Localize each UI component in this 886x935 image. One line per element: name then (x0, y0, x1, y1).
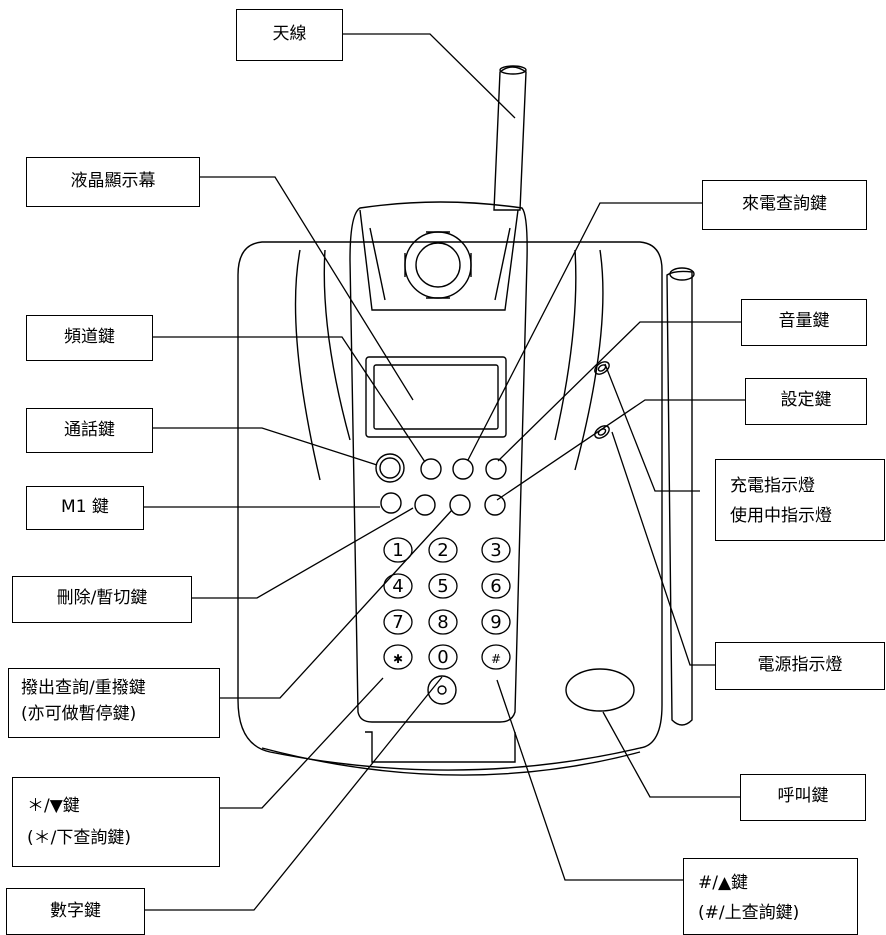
label-page-key: 呼叫鍵 (740, 774, 866, 821)
label-talk-key: 通話鍵 (26, 408, 153, 453)
m1-button[interactable] (380, 492, 402, 514)
label-power-indicator: 電源指示燈 (715, 642, 885, 690)
key-6-label: 6 (490, 576, 501, 597)
key-5-label: 5 (437, 576, 448, 597)
power-indicator-led (594, 425, 610, 439)
label-hash-key: #/▲鍵 (#/上查詢鍵) (683, 858, 858, 935)
label-caller-id-key: 來電查詢鍵 (702, 180, 867, 230)
volume-button[interactable] (485, 458, 507, 480)
charge-indicator-led (594, 361, 610, 375)
key-6-button[interactable] (481, 573, 511, 599)
label-settings-key: 設定鍵 (745, 378, 867, 425)
key-4-button[interactable] (383, 573, 413, 599)
key-hash-button[interactable] (481, 644, 511, 670)
key-5-button[interactable] (428, 573, 458, 599)
key-8-button[interactable] (428, 609, 458, 635)
label-volume-key: 音量鍵 (741, 299, 867, 346)
key-star-button[interactable] (383, 644, 413, 670)
base-antenna-tip (669, 267, 695, 281)
key-0-label: 0 (437, 647, 448, 668)
key-1-button[interactable] (383, 537, 413, 563)
base-curve-right-2 (554, 249, 577, 441)
key-7-label: 7 (392, 612, 403, 633)
label-star-key: ＊/▼鍵 (＊/下查詢鍵) (12, 777, 220, 867)
base-curve-right-1 (574, 249, 604, 471)
handset-stand (365, 731, 516, 763)
label-redial-key: 撥出查詢/重撥鍵 (亦可做暫停鍵) (8, 668, 220, 738)
lcd-screen (373, 364, 499, 430)
key-star-label: ✱ (393, 652, 403, 666)
key-2-button[interactable] (428, 537, 458, 563)
channel-button[interactable] (420, 458, 442, 480)
key-1-label: 1 (392, 540, 403, 561)
key-3-button[interactable] (481, 537, 511, 563)
caller-id-button[interactable] (452, 458, 474, 480)
key-hash-label: # (491, 652, 501, 666)
redial-button[interactable] (449, 494, 471, 516)
key-2-label: 2 (437, 540, 448, 561)
earpiece-panel (359, 209, 519, 311)
lcd-frame (365, 356, 507, 438)
page-button[interactable] (565, 668, 635, 712)
handset-body (349, 201, 528, 723)
delete-button[interactable] (414, 494, 436, 516)
base-front-lip (261, 747, 641, 776)
key-7-button[interactable] (383, 609, 413, 635)
label-delete-key: 刪除/暫切鍵 (12, 576, 192, 623)
base-antenna (666, 270, 693, 726)
label-antenna: 天線 (236, 9, 343, 61)
key-9-button[interactable] (481, 609, 511, 635)
key-9-label: 9 (490, 612, 501, 633)
base-station-body (237, 241, 663, 771)
earpiece-edge-left (369, 227, 386, 301)
label-lcd: 液晶顯示幕 (26, 157, 200, 207)
earpiece-edge-right (494, 227, 511, 301)
settings-button[interactable] (484, 494, 506, 516)
key-0-button[interactable] (428, 644, 458, 670)
label-charge-indicator: 充電指示燈 使用中指示燈 (715, 459, 885, 541)
key-8-label: 8 (437, 612, 448, 633)
leader-lines (144, 33, 745, 911)
label-numeric-keys: 數字鍵 (6, 888, 145, 935)
key-4-label: 4 (392, 576, 403, 597)
label-m1-key: M1 鍵 (26, 486, 144, 530)
handset-antenna (493, 66, 527, 211)
key-3-label: 3 (490, 540, 501, 561)
numeric-keypad: 1 2 3 4 5 6 7 8 9 ✱ 0 # (383, 537, 511, 670)
label-channel-key: 頻道鍵 (26, 315, 153, 361)
